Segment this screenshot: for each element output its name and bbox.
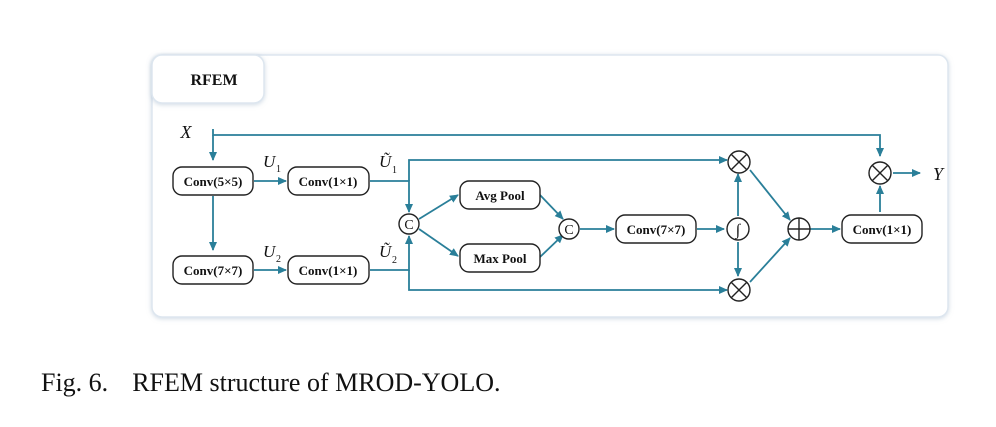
- signal-u-tilde-1: Ũ 1: [379, 152, 397, 176]
- output-label-y: Y: [933, 164, 945, 184]
- block-avg-pool-label: Avg Pool: [475, 188, 525, 203]
- svg-text:Ũ: Ũ: [379, 152, 393, 171]
- block-conv7x7-label: Conv(7×7): [184, 263, 243, 278]
- block-conv7x7-mid-label: Conv(7×7): [627, 222, 686, 237]
- figure-caption: Fig. 6. RFEM structure of MROD-YOLO.: [41, 368, 501, 398]
- svg-text:U: U: [263, 242, 277, 261]
- block-max-pool: Max Pool: [459, 243, 541, 273]
- signal-u2: U 2: [263, 242, 281, 265]
- block-conv5x5: Conv(5×5): [172, 166, 254, 196]
- concat-operator-2-label: C: [564, 223, 573, 238]
- block-conv1x1-bottom: Conv(1×1): [287, 255, 370, 285]
- svg-text:1: 1: [276, 164, 281, 175]
- multiply-operator-output: [868, 161, 892, 185]
- figure-number: Fig. 6.: [41, 368, 109, 397]
- block-conv5x5-label: Conv(5×5): [184, 174, 243, 189]
- concat-operator-1: C: [398, 213, 420, 235]
- svg-text:Ũ: Ũ: [379, 242, 393, 261]
- svg-text:1: 1: [392, 165, 397, 176]
- block-conv1x1-out-label: Conv(1×1): [853, 222, 912, 237]
- block-max-pool-label: Max Pool: [473, 251, 526, 266]
- concat-operator-2: C: [558, 218, 580, 240]
- block-conv1x1-out: Conv(1×1): [841, 214, 923, 244]
- multiply-operator-top: [727, 150, 751, 174]
- svg-text:2: 2: [276, 254, 281, 265]
- svg-text:2: 2: [392, 255, 397, 266]
- signal-u-tilde-2: Ũ 2: [379, 242, 397, 266]
- sigmoid-operator: ∫: [726, 217, 750, 241]
- add-operator: [787, 217, 811, 241]
- figure-caption-text: RFEM structure of MROD-YOLO.: [132, 368, 501, 397]
- block-conv1x1-top-label: Conv(1×1): [299, 174, 358, 189]
- multiply-operator-bottom: [727, 278, 751, 302]
- panel-title-tab: [151, 54, 265, 104]
- concat-operator-1-label: C: [404, 218, 413, 233]
- block-conv1x1-bottom-label: Conv(1×1): [299, 263, 358, 278]
- connection-lines: [209, 129, 921, 294]
- input-label-x: X: [180, 122, 193, 142]
- block-conv7x7: Conv(7×7): [172, 255, 254, 285]
- diagram-panel: [151, 54, 949, 318]
- signal-u1: U 1: [263, 152, 281, 175]
- panel-title: RFEM: [190, 72, 237, 89]
- block-avg-pool: Avg Pool: [459, 180, 541, 210]
- block-conv1x1-top: Conv(1×1): [287, 166, 370, 196]
- block-conv7x7-mid: Conv(7×7): [615, 214, 697, 244]
- sigmoid-operator-label: ∫: [735, 222, 742, 240]
- svg-text:U: U: [263, 152, 277, 171]
